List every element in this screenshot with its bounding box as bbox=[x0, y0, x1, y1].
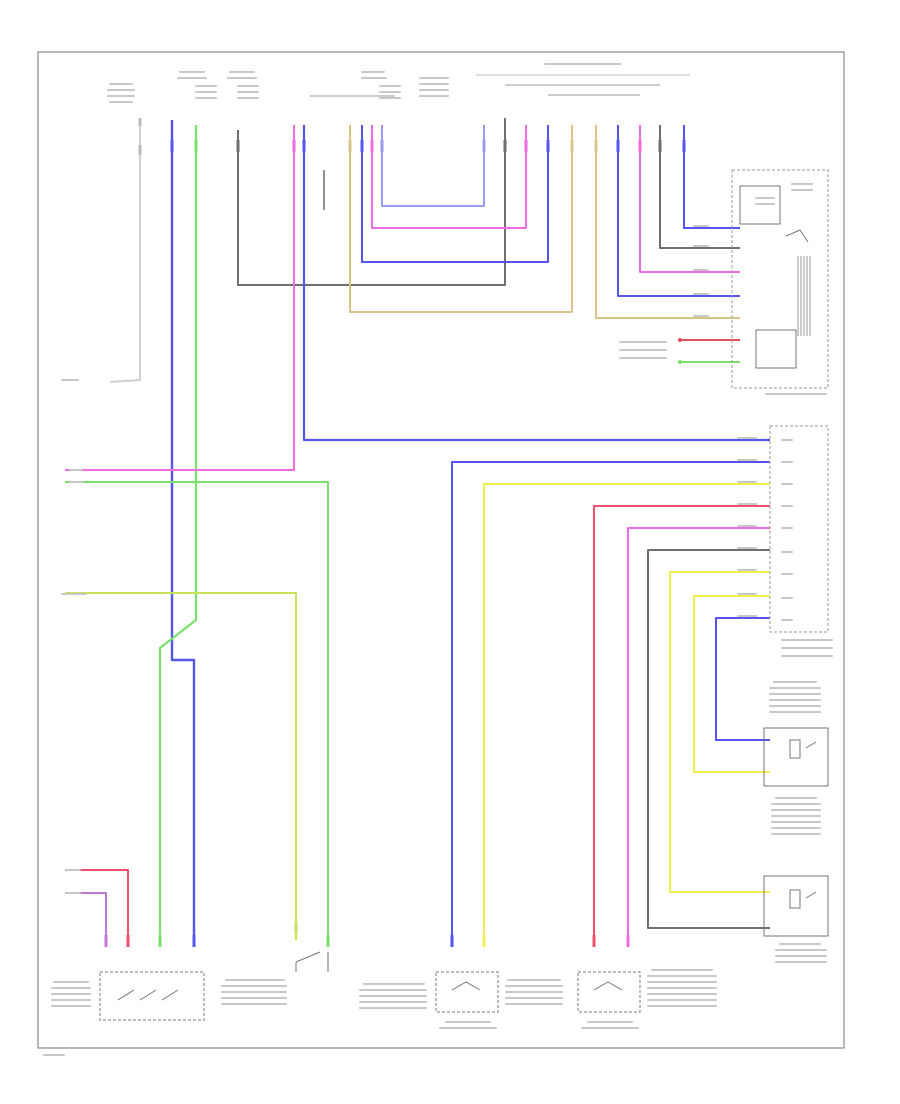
sensor-symbol-lower-right bbox=[593, 981, 623, 991]
switch-symbol-left bbox=[117, 989, 179, 1001]
switch-box-left bbox=[99, 971, 205, 1021]
label-scribble bbox=[693, 225, 709, 317]
wire-yellow-lower bbox=[483, 483, 770, 940]
label-scribble bbox=[419, 77, 449, 97]
sensor-box-lower-right bbox=[577, 971, 641, 1013]
wire-white-top-left bbox=[109, 125, 141, 383]
switch-symbol-center bbox=[295, 951, 329, 972]
sensor-symbol-right-mid bbox=[789, 739, 817, 759]
label-scribble bbox=[227, 71, 259, 99]
wire-red-lower bbox=[593, 505, 770, 940]
diagram-frame bbox=[37, 51, 845, 1049]
wire-red-left bbox=[65, 869, 129, 940]
sub-module-box bbox=[755, 329, 797, 369]
label-scribble bbox=[775, 943, 827, 963]
wire-tan bbox=[349, 125, 573, 313]
relay-switch bbox=[785, 229, 809, 243]
wire-yellowgreen-center bbox=[65, 592, 297, 940]
relay-box bbox=[739, 185, 781, 225]
wire-violet-left bbox=[65, 892, 107, 940]
sensor-box-right-low bbox=[763, 875, 829, 937]
wire-yellow-lower-2 bbox=[669, 571, 770, 893]
wire-blue-center bbox=[302, 125, 770, 442]
label-scribble bbox=[755, 197, 775, 205]
wire-blue-right-2 bbox=[617, 125, 740, 297]
label-scribble bbox=[361, 71, 401, 99]
sensor-box-right-mid bbox=[763, 727, 829, 787]
label-scribble bbox=[221, 979, 287, 1005]
sensor-symbol-right-low bbox=[789, 889, 817, 909]
label-scribble bbox=[107, 83, 135, 103]
wire-gray-right-1 bbox=[659, 125, 740, 249]
module-box-top-right bbox=[731, 169, 829, 389]
wire-blue-lower bbox=[451, 461, 770, 940]
label-scribble bbox=[505, 979, 563, 1005]
label-scribble bbox=[737, 437, 757, 617]
ecu-box-right bbox=[769, 425, 829, 633]
wire-gray-lower bbox=[647, 549, 770, 929]
sensor-box-lower-center bbox=[435, 971, 499, 1013]
label-scribble bbox=[791, 183, 813, 191]
wire-blue-main bbox=[170, 120, 196, 940]
label-scribble bbox=[771, 797, 821, 835]
wire-lavender-loop bbox=[381, 125, 485, 207]
wire-pink-lower bbox=[627, 527, 770, 940]
wire-pink-loop bbox=[371, 125, 527, 229]
wire-gray-top bbox=[237, 118, 506, 286]
label-scribble bbox=[647, 969, 717, 1007]
label-scribble bbox=[769, 681, 821, 713]
wire-tan-right bbox=[595, 125, 740, 319]
sensor-symbol-lower-center bbox=[451, 981, 481, 991]
harness-bundle bbox=[797, 256, 811, 336]
wire-blue-right-1 bbox=[683, 125, 740, 229]
label-scribble bbox=[177, 71, 217, 99]
wire-yellow-mid bbox=[693, 595, 770, 773]
wire-blue-mid bbox=[715, 617, 770, 741]
wire-pink-right bbox=[639, 125, 740, 273]
wire-pink-left bbox=[65, 125, 295, 471]
wire-green-main bbox=[158, 125, 198, 940]
label-scribble bbox=[51, 981, 91, 1007]
junction-dot bbox=[678, 338, 682, 342]
label-scribble bbox=[781, 439, 793, 621]
label-scribble bbox=[61, 379, 87, 894]
label-scribble bbox=[619, 341, 667, 359]
wire-green-center bbox=[65, 481, 329, 940]
label-scribble bbox=[439, 1021, 497, 1029]
label-scribble bbox=[781, 639, 833, 657]
wire-blue-loop bbox=[361, 125, 549, 263]
label-scribble bbox=[359, 983, 427, 1009]
junction-dot bbox=[678, 360, 682, 364]
label-scribble bbox=[581, 1021, 639, 1029]
